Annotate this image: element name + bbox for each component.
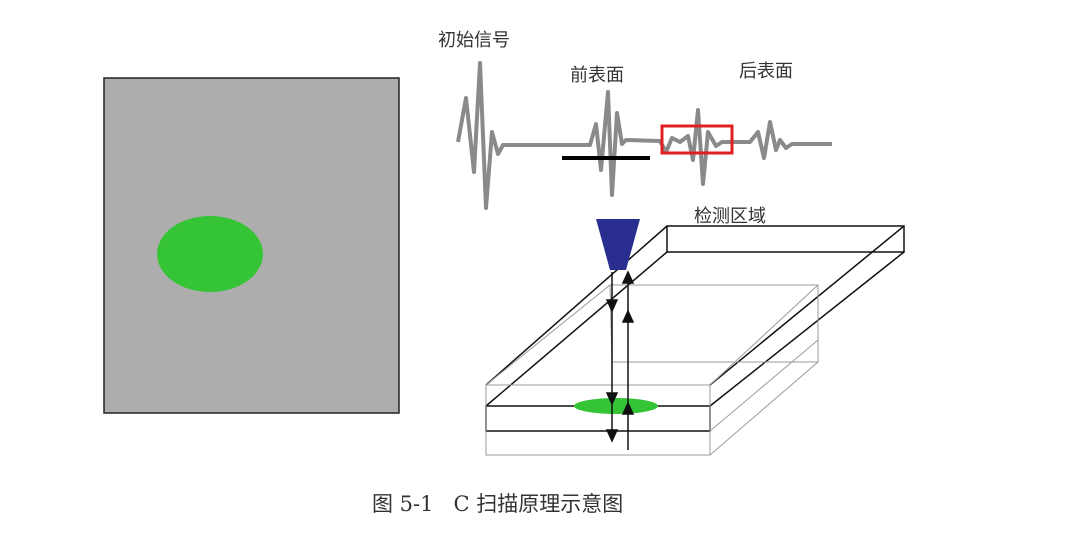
probe <box>596 219 640 270</box>
arrow-up-icon <box>621 309 635 323</box>
back-surface-gate-box <box>660 124 734 155</box>
arrow-up-icon <box>621 270 635 284</box>
arrow-down-icon <box>605 392 619 406</box>
detection-region-label: 检测区域 <box>694 206 766 227</box>
front-surface-label: 前表面 <box>570 65 624 86</box>
arrow-down-icon <box>605 429 619 443</box>
c-scan-defect <box>157 216 263 292</box>
back-surface-label: 后表面 <box>739 61 793 82</box>
arrow-down-icon <box>605 299 619 313</box>
figure-caption: 图 5-1 C 扫描原理示意图 <box>372 492 624 516</box>
specimen-defect <box>574 398 658 414</box>
arrow-up-icon <box>621 401 635 415</box>
initial-signal-label: 初始信号 <box>438 30 510 51</box>
detection-region-slab <box>485 225 905 432</box>
ultrasound-paths <box>605 270 635 450</box>
a-scan-waveform <box>456 61 832 210</box>
specimen-block <box>485 284 819 456</box>
